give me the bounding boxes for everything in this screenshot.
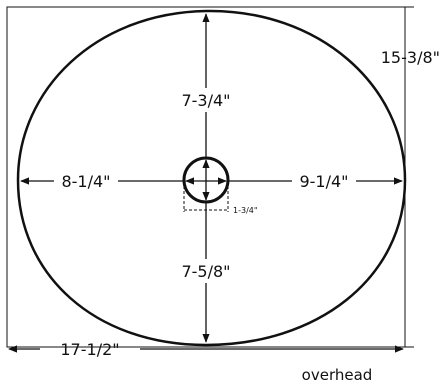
width-dimension-label: 17-1/2" xyxy=(60,340,119,359)
view-caption: overhead xyxy=(302,366,373,384)
height-dimension-label: 15-3/8" xyxy=(381,48,440,67)
hole-dimension-label: 1-3/4" xyxy=(233,206,258,215)
bottom-dimension-label: 7-5/8" xyxy=(181,262,230,281)
top-dimension-label: 7-3/4" xyxy=(181,91,230,110)
right-dimension-label: 9-1/4" xyxy=(299,172,348,191)
oval-outline xyxy=(16,9,407,347)
left-dimension-label: 8-1/4" xyxy=(61,172,110,191)
